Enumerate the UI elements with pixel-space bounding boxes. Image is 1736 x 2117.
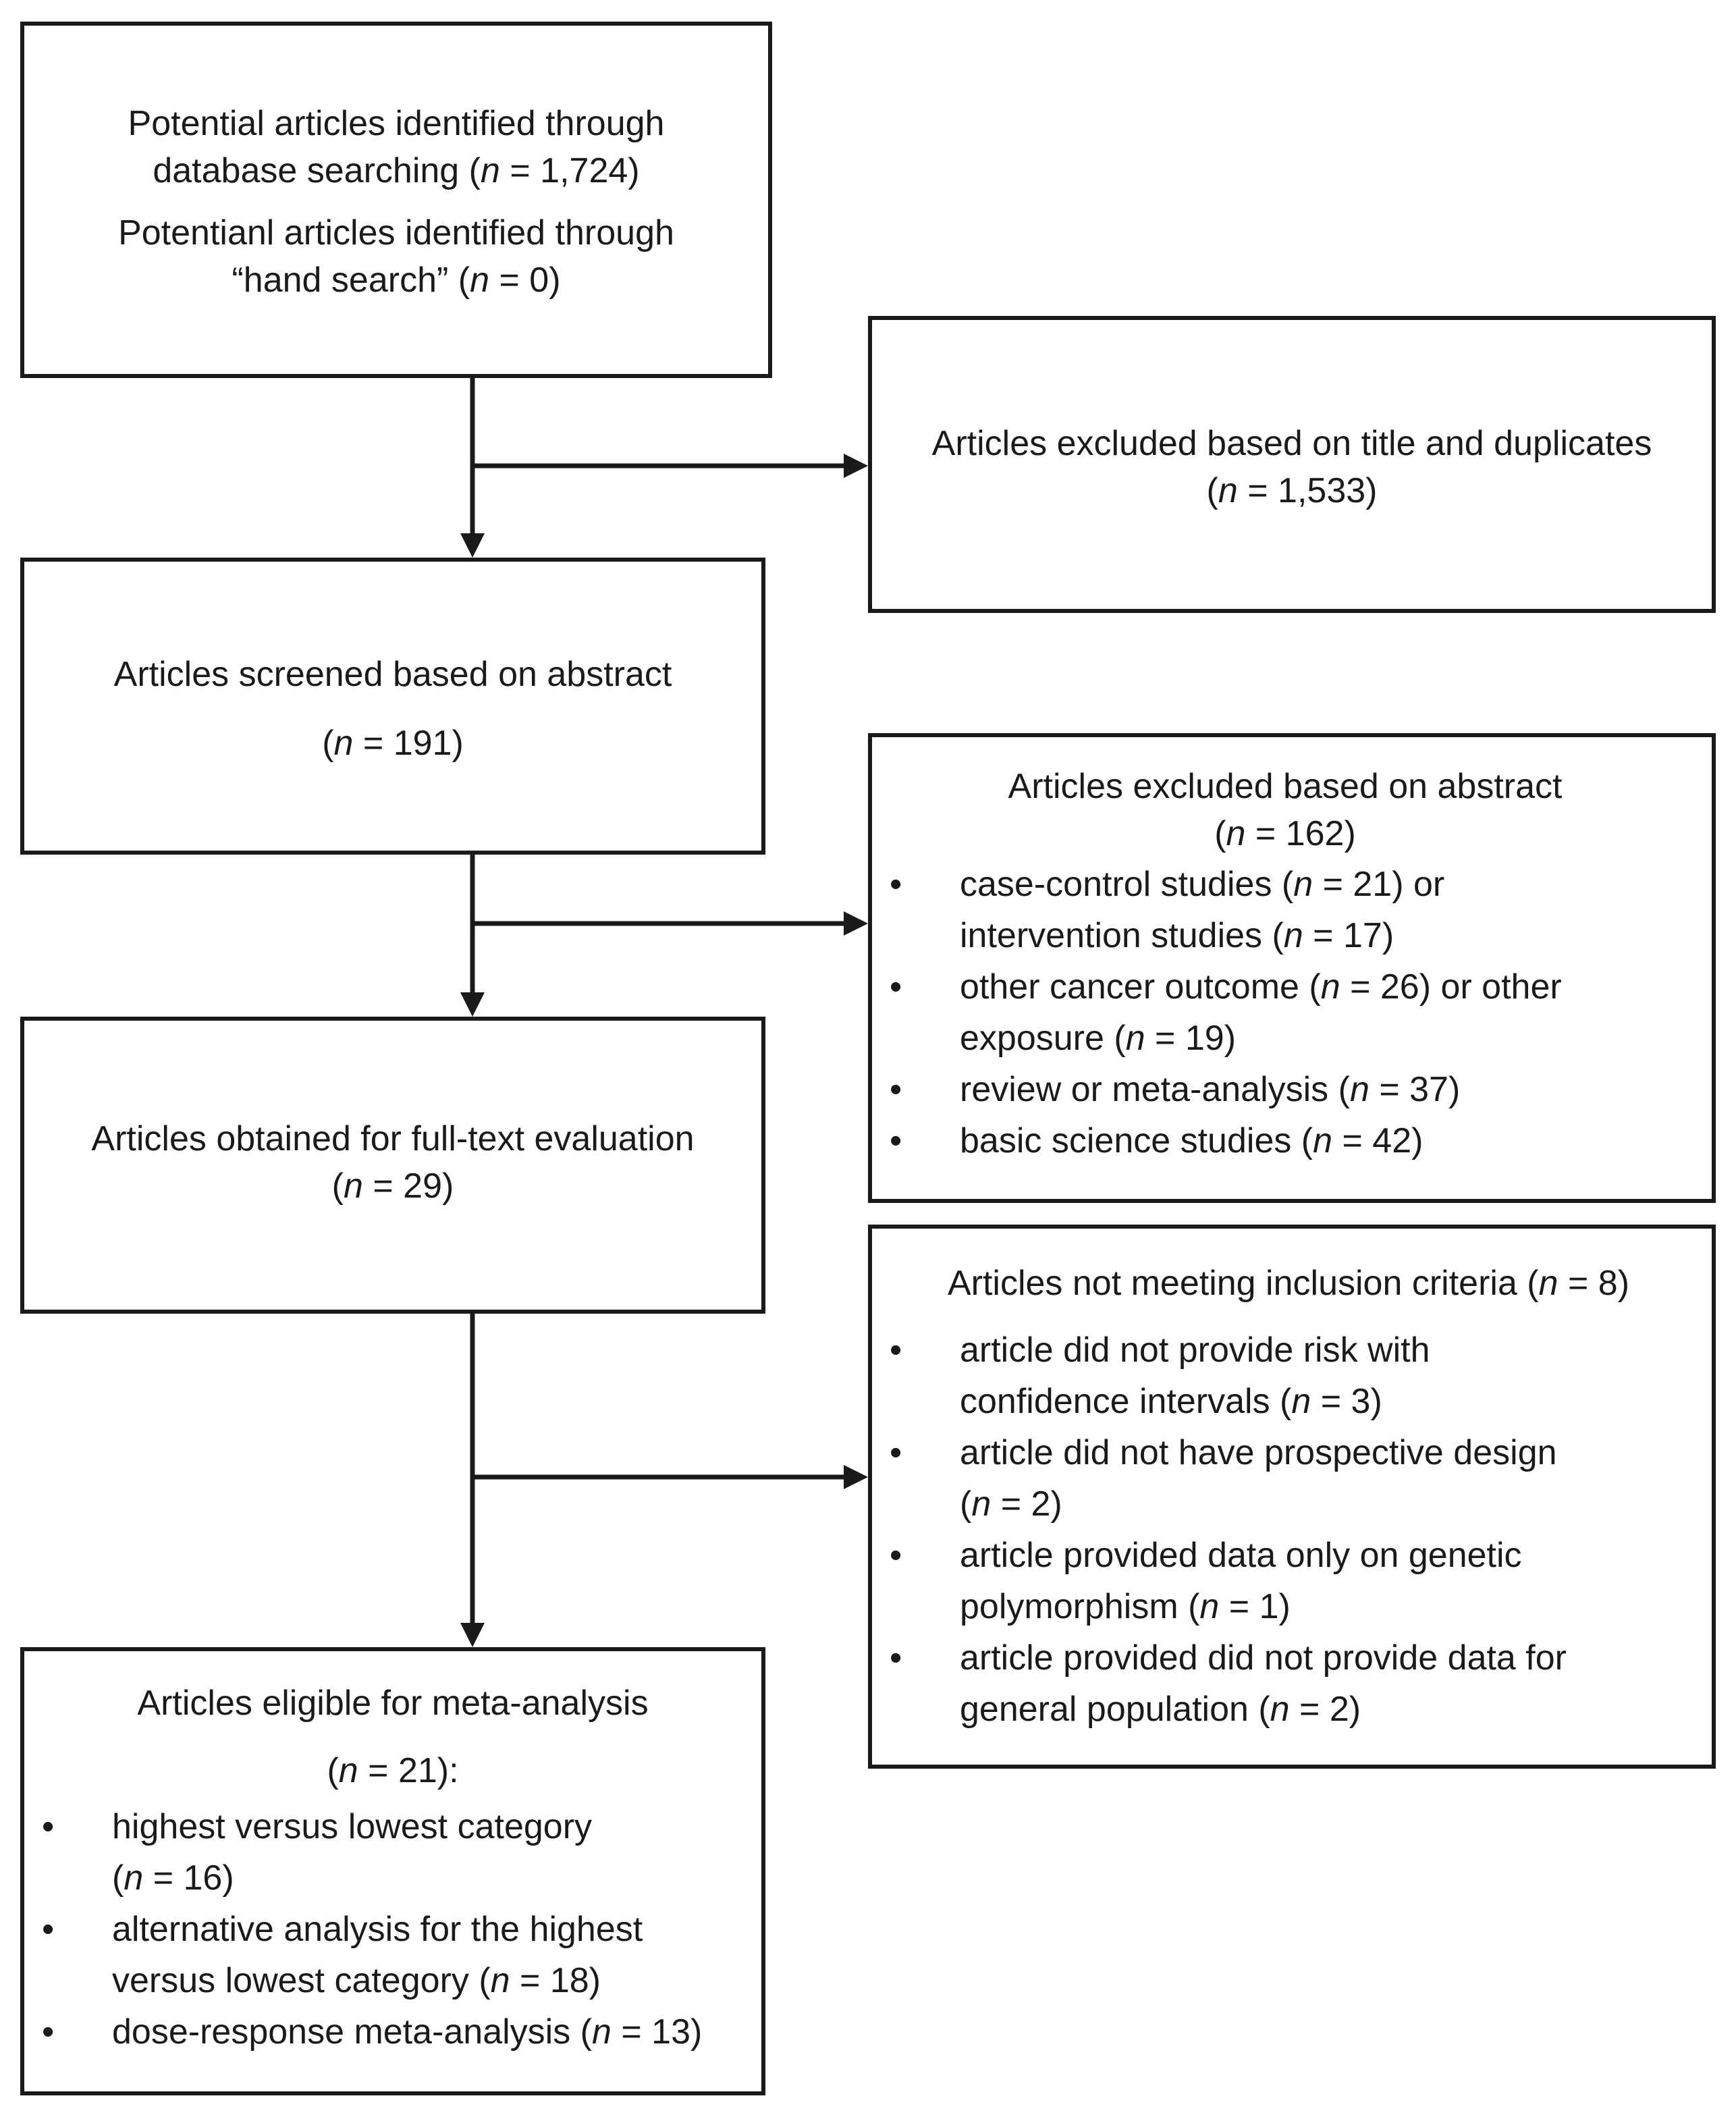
not-meeting-heading: Articles not meeting inclusion criteria …: [947, 1264, 1630, 1303]
box-not-meeting: Articles not meeting inclusion criteria …: [868, 1225, 1716, 1769]
not-meeting-item: • article provided data only on genetic …: [890, 1536, 1522, 1626]
not-meeting-item: • article did not have prospective desig…: [890, 1433, 1557, 1524]
identified-line-3: Potentianl articles identified through: [118, 213, 674, 252]
eligible-item: • highest versus lowest category (n = 16…: [42, 1807, 593, 1898]
excluded-title-line-2: (n = 1,533): [1206, 471, 1378, 510]
box-fulltext: Articles obtained for full-text evaluati…: [20, 1017, 765, 1314]
excluded-abstract-heading-1: Articles excluded based on abstract: [1008, 767, 1563, 806]
eligible-heading-1: Articles eligible for meta-analysis: [137, 1684, 649, 1723]
screened-line-1: Articles screened based on abstract: [113, 655, 672, 694]
identified-line-4: “hand search” (n = 0): [232, 261, 561, 300]
box-identified: Potential articles identified through da…: [20, 22, 772, 378]
box-eligible: Articles eligible for meta-analysis (n =…: [20, 1647, 765, 2095]
eligible-item: • dose-response meta-analysis (n = 13): [42, 2012, 703, 2052]
eligible-heading-2: (n = 21):: [327, 1751, 459, 1790]
eligible-item: • alternative analysis for the highest v…: [42, 1910, 643, 2000]
excluded-abstract-item: • review or meta-analysis (n = 37): [890, 1070, 1461, 1109]
excluded-abstract-item: • other cancer outcome (n = 26) or other…: [890, 967, 1562, 1058]
identified-line-2: database searching (n = 1,724): [153, 151, 640, 190]
box-excluded-abstract: Articles excluded based on abstract (n =…: [868, 733, 1716, 1203]
box-excluded-title: Articles excluded based on title and dup…: [868, 316, 1716, 613]
box-screened: Articles screened based on abstract (n =…: [20, 558, 765, 855]
excluded-title-line-1: Articles excluded based on title and dup…: [931, 424, 1652, 463]
identified-line-1: Potential articles identified through: [128, 104, 665, 143]
excluded-abstract-heading-2: (n = 162): [1214, 814, 1356, 853]
fulltext-line-2: (n = 29): [331, 1167, 454, 1206]
not-meeting-item: • article did not provide risk with conf…: [890, 1331, 1430, 1421]
not-meeting-item: • article provided did not provide data …: [890, 1638, 1567, 1729]
excluded-abstract-item: • case-control studies (n = 21) or inter…: [890, 865, 1445, 955]
screened-line-2: (n = 191): [322, 724, 464, 763]
fulltext-line-1: Articles obtained for full-text evaluati…: [91, 1119, 695, 1158]
excluded-abstract-item: • basic science studies (n = 42): [890, 1121, 1423, 1160]
